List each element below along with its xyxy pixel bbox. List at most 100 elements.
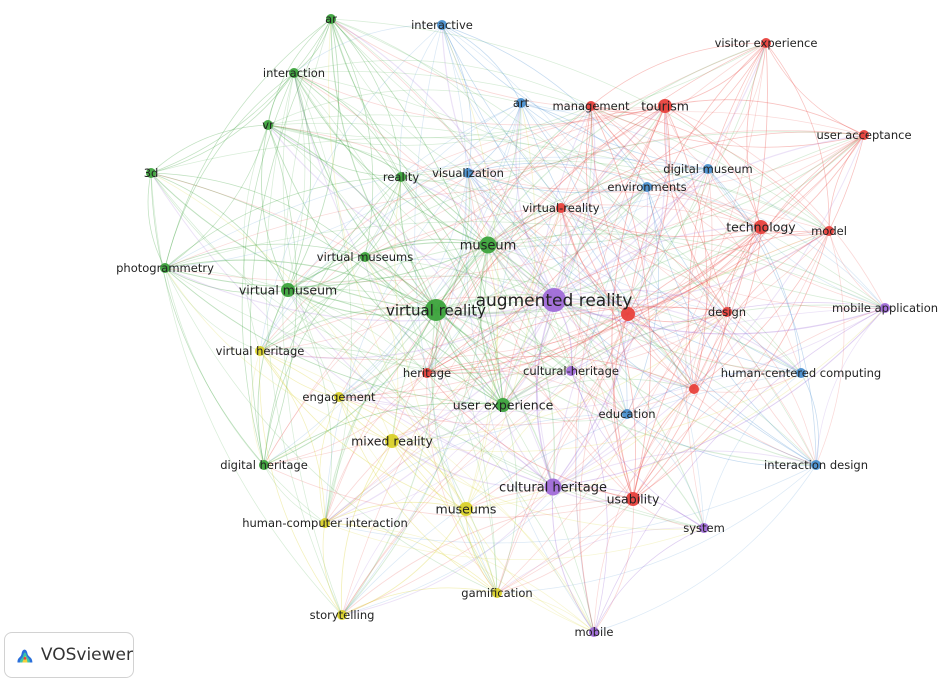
- node-label-user-acceptance[interactable]: user acceptance: [816, 128, 911, 142]
- network-link: [467, 102, 522, 174]
- node-label-interaction-design[interactable]: interaction design: [764, 458, 868, 472]
- node-label-environments[interactable]: environments: [607, 180, 686, 194]
- node-label-ar[interactable]: ar: [325, 12, 337, 26]
- node-label-heritage[interactable]: heritage: [403, 366, 451, 380]
- node-virtual-heritage[interactable]: [255, 346, 265, 356]
- node-user-acceptance[interactable]: [859, 130, 869, 140]
- node-label-education[interactable]: education: [598, 407, 655, 421]
- network-link: [435, 309, 705, 529]
- node-label-virtual-heritage[interactable]: virtual heritage: [216, 344, 305, 358]
- node-label-vr[interactable]: vr: [262, 118, 274, 132]
- network-link: [287, 289, 332, 524]
- node-label-engagement[interactable]: engagement: [302, 390, 376, 404]
- node-label-photogrammetry[interactable]: photogrammetry: [116, 261, 214, 275]
- node-label-digital-heritage[interactable]: digital heritage: [220, 458, 308, 472]
- node-augmented-reality[interactable]: [542, 288, 566, 312]
- node-label-digital-museum[interactable]: digital museum: [663, 162, 752, 176]
- node-label-model[interactable]: model: [811, 224, 847, 238]
- node-human-centered-computing[interactable]: [796, 368, 806, 378]
- node-label-museum[interactable]: museum: [460, 239, 517, 254]
- node-art[interactable]: [516, 98, 526, 108]
- network-link: [560, 207, 636, 500]
- node-label-virtual-museum[interactable]: virtual museum: [239, 283, 337, 298]
- node-visitor-experience[interactable]: [761, 38, 771, 48]
- node-label-usability[interactable]: usability: [607, 492, 660, 507]
- node-label-design[interactable]: design: [708, 305, 746, 319]
- node-photogrammetry[interactable]: [160, 263, 170, 273]
- node-label-system[interactable]: system: [683, 521, 725, 535]
- node-mobile-application[interactable]: [880, 303, 890, 313]
- network-link: [241, 72, 295, 466]
- node-label-interactive[interactable]: interactive: [411, 18, 473, 32]
- node-management[interactable]: [586, 101, 596, 111]
- node-unlabeled-red-1[interactable]: [621, 307, 635, 321]
- node-label-cultural-heritage[interactable]: cultural heritage: [499, 481, 607, 496]
- node-environments[interactable]: [642, 182, 652, 192]
- network-link: [293, 18, 332, 74]
- node-cultural-heritage-hyph[interactable]: [566, 366, 576, 376]
- node-interactive[interactable]: [437, 20, 447, 30]
- node-3d[interactable]: [146, 168, 156, 178]
- node-label-visualization[interactable]: visualization: [432, 166, 504, 180]
- node-gamification[interactable]: [492, 588, 502, 598]
- node-label-human-computer-interaction[interactable]: human-computer interaction: [242, 516, 408, 530]
- node-label-interaction[interactable]: interaction: [263, 66, 325, 80]
- node-vr[interactable]: [263, 120, 273, 130]
- node-label-augmented-reality[interactable]: augmented reality: [476, 291, 633, 311]
- node-label-human-centered-computing[interactable]: human-centered computing: [721, 366, 881, 380]
- node-digital-museum[interactable]: [703, 164, 713, 174]
- node-label-mobile[interactable]: mobile: [574, 625, 613, 639]
- node-label-virtual-museums[interactable]: virtual museums: [317, 250, 413, 264]
- network-link: [164, 124, 269, 269]
- node-label-user-experience[interactable]: user experience: [453, 398, 554, 413]
- node-user-experience[interactable]: [496, 398, 510, 412]
- node-label-3d[interactable]: 3d: [144, 166, 159, 180]
- node-label-management[interactable]: management: [552, 99, 630, 113]
- node-mixed-reality[interactable]: [385, 434, 399, 448]
- node-system[interactable]: [699, 523, 709, 533]
- node-engagement[interactable]: [334, 392, 344, 402]
- network-link: [293, 72, 504, 406]
- network-link: [441, 24, 499, 510]
- node-museums[interactable]: [459, 502, 473, 516]
- node-label-technology[interactable]: technology: [726, 220, 796, 235]
- node-technology[interactable]: [754, 220, 768, 234]
- node-visualization[interactable]: [463, 168, 473, 178]
- node-model[interactable]: [824, 226, 834, 236]
- node-label-cultural-heritage-hyph[interactable]: cultural-heritage: [523, 364, 619, 378]
- node-mobile[interactable]: [589, 627, 599, 637]
- node-label-storytelling[interactable]: storytelling: [310, 608, 375, 622]
- node-heritage[interactable]: [422, 368, 432, 378]
- node-virtual-museums[interactable]: [360, 252, 370, 262]
- node-digital-heritage[interactable]: [259, 460, 269, 470]
- node-label-art[interactable]: art: [513, 96, 530, 110]
- node-virtual-reality[interactable]: [425, 299, 447, 321]
- node-usability[interactable]: [626, 492, 640, 506]
- network-link: [259, 350, 326, 524]
- node-storytelling[interactable]: [337, 610, 347, 620]
- node-label-mobile-application[interactable]: mobile application: [832, 301, 938, 315]
- node-label-reality[interactable]: reality: [383, 170, 419, 184]
- node-human-computer-interaction[interactable]: [320, 518, 330, 528]
- node-cultural-heritage[interactable]: [544, 478, 562, 496]
- node-tourism[interactable]: [658, 99, 672, 113]
- node-education[interactable]: [622, 409, 632, 419]
- node-interaction-design[interactable]: [811, 460, 821, 470]
- node-ar[interactable]: [326, 14, 336, 24]
- node-label-visitor-experience[interactable]: visitor experience: [715, 36, 818, 50]
- node-museum[interactable]: [479, 236, 497, 254]
- node-unlabeled-red-2[interactable]: [689, 384, 699, 394]
- node-label-museums[interactable]: museums: [436, 502, 497, 517]
- node-design[interactable]: [722, 307, 732, 317]
- node-interaction[interactable]: [289, 68, 299, 78]
- node-label-virtual-reality-hyph[interactable]: virtual-reality: [522, 201, 599, 215]
- node-reality[interactable]: [396, 172, 406, 182]
- node-virtual-reality-hyph[interactable]: [556, 203, 566, 213]
- node-label-virtual-reality[interactable]: virtual reality: [386, 301, 486, 319]
- node-label-tourism[interactable]: tourism: [641, 99, 689, 114]
- network-link: [487, 168, 709, 246]
- node-label-mixed-reality[interactable]: mixed reality: [351, 434, 433, 449]
- node-virtual-museum[interactable]: [281, 283, 295, 297]
- node-label-gamification[interactable]: gamification: [461, 586, 532, 600]
